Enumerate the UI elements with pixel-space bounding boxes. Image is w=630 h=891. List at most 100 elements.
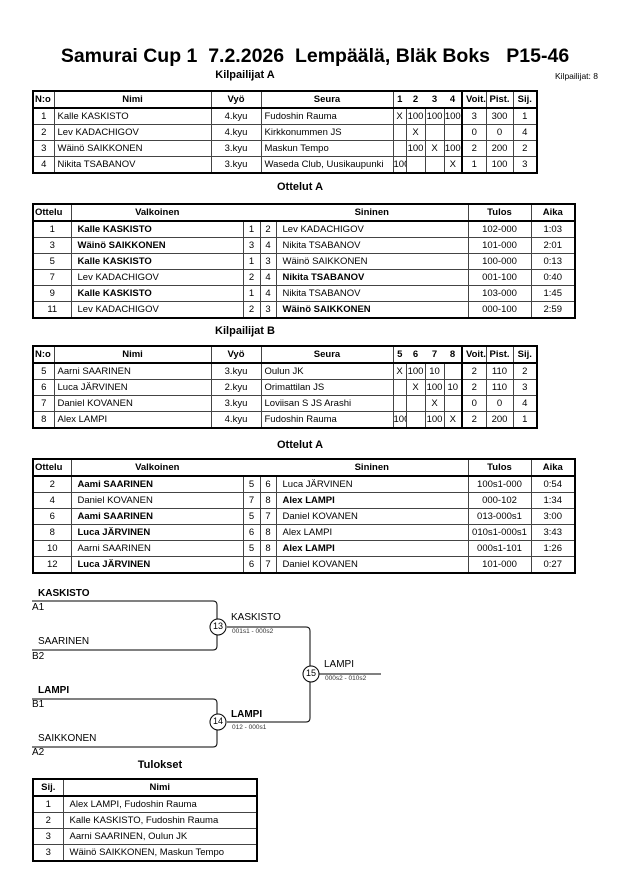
semi1-bottom-name: SAARINEN (38, 636, 90, 647)
column-header: Vyö (210, 345, 262, 364)
column-header-spacer (243, 204, 276, 222)
column-header: Seura (260, 90, 394, 109)
column-header: Voit. (461, 90, 487, 109)
match-number: 11 (32, 301, 72, 319)
column-header: Nimi (53, 90, 212, 109)
column-header: Seura (260, 345, 394, 364)
column-header: Tulos (467, 458, 532, 477)
blue-fighter: Wäinö SAIKKONEN (275, 301, 469, 319)
semi2-bottom-seed: A2 (32, 747, 45, 758)
match-time: 2:59 (530, 301, 576, 319)
column-header: Nimi (62, 778, 258, 797)
competitor-club: Fudoshin Rauma (260, 411, 394, 429)
column-header: 1 (393, 91, 406, 109)
semi1-bottom-seed: B2 (32, 651, 45, 662)
column-header: Valkoinen (70, 458, 243, 477)
semi2-top-name: LAMPI (38, 685, 70, 696)
blue-number: 7 (259, 556, 277, 574)
semi2-winner: LAMPI (231, 709, 263, 720)
column-header: Aika (530, 203, 576, 222)
placement: 3 (32, 844, 64, 862)
column-header: 8 (444, 346, 462, 364)
column-header: Vyö (210, 90, 262, 109)
placement: 1 (512, 411, 538, 429)
placement: 3 (512, 379, 538, 396)
blue-number: 4 (259, 285, 277, 302)
white-fighter: Kalle KASKISTO (70, 285, 244, 302)
placement: 4 (512, 124, 538, 141)
placement: 2 (512, 140, 538, 157)
column-header: 6 (406, 346, 425, 364)
blue-number: 8 (259, 540, 277, 557)
placement: 2 (32, 812, 64, 829)
page-title: Samurai Cup 1 7.2.2026 Lempäälä, Bläk Bo… (60, 45, 570, 67)
competitor-club: Waseda Club, Uusikaupunki (260, 156, 394, 174)
column-header: Sij. (512, 90, 538, 109)
semi1-score: 001s1 - 000s2 (232, 628, 274, 635)
column-header: Aika (530, 458, 576, 477)
column-header: N:o (32, 90, 55, 109)
placement: 3 (512, 156, 538, 174)
column-header: 3 (425, 91, 444, 109)
match-13-circle (209, 618, 227, 636)
placement: 3 (32, 828, 64, 845)
competitor-belt: 3.kyu (210, 395, 262, 412)
result-name: Aarni SAARINEN, Oulun JK (62, 828, 258, 845)
match-time: 1:26 (530, 540, 576, 557)
semi2-bottom-name: SAIKKONEN (38, 733, 97, 744)
competitor-club: Maskun Tempo (260, 140, 394, 157)
wins: 2 (461, 411, 487, 429)
match-time: 1:45 (530, 285, 576, 302)
match-14-number: 14 (212, 716, 223, 726)
match-time: 0:27 (530, 556, 576, 574)
final-score: 000s2 - 010s2 (325, 675, 367, 682)
competitor-name: Wäinö SAIKKONEN (53, 140, 212, 157)
match-time: 0:13 (530, 253, 576, 270)
placement: 4 (512, 395, 538, 412)
matches-a-title: Ottelut A (276, 181, 324, 193)
column-header: 7 (425, 346, 444, 364)
column-header: Voit. (461, 345, 487, 364)
blue-fighter: Alex LAMPI (275, 540, 469, 557)
matches-b-title: Ottelut A (276, 439, 324, 451)
column-header: Tulos (467, 203, 532, 222)
points: 0 (485, 395, 514, 412)
match-15-number: 15 (305, 668, 316, 678)
result-name: Kalle KASKISTO, Fudoshin Rauma (62, 812, 258, 829)
semi1-top-name: KASKISTO (38, 588, 90, 599)
column-header: 4 (444, 91, 462, 109)
semi1-top-seed: A1 (32, 602, 45, 613)
match-result: 103-000 (467, 285, 532, 302)
pool-b-title: Kilpailijat B (215, 325, 275, 337)
column-header: Sij. (32, 778, 64, 797)
pool-a-title: Kilpailijat A (215, 69, 275, 81)
placement: 1 (32, 795, 64, 813)
match-14-circle (209, 713, 227, 731)
match-15-circle (302, 665, 320, 683)
column-header: Ottelu (32, 203, 72, 222)
column-header: Sij. (512, 345, 538, 364)
column-header: 5 (393, 346, 406, 364)
final-winner: LAMPI (324, 659, 355, 670)
